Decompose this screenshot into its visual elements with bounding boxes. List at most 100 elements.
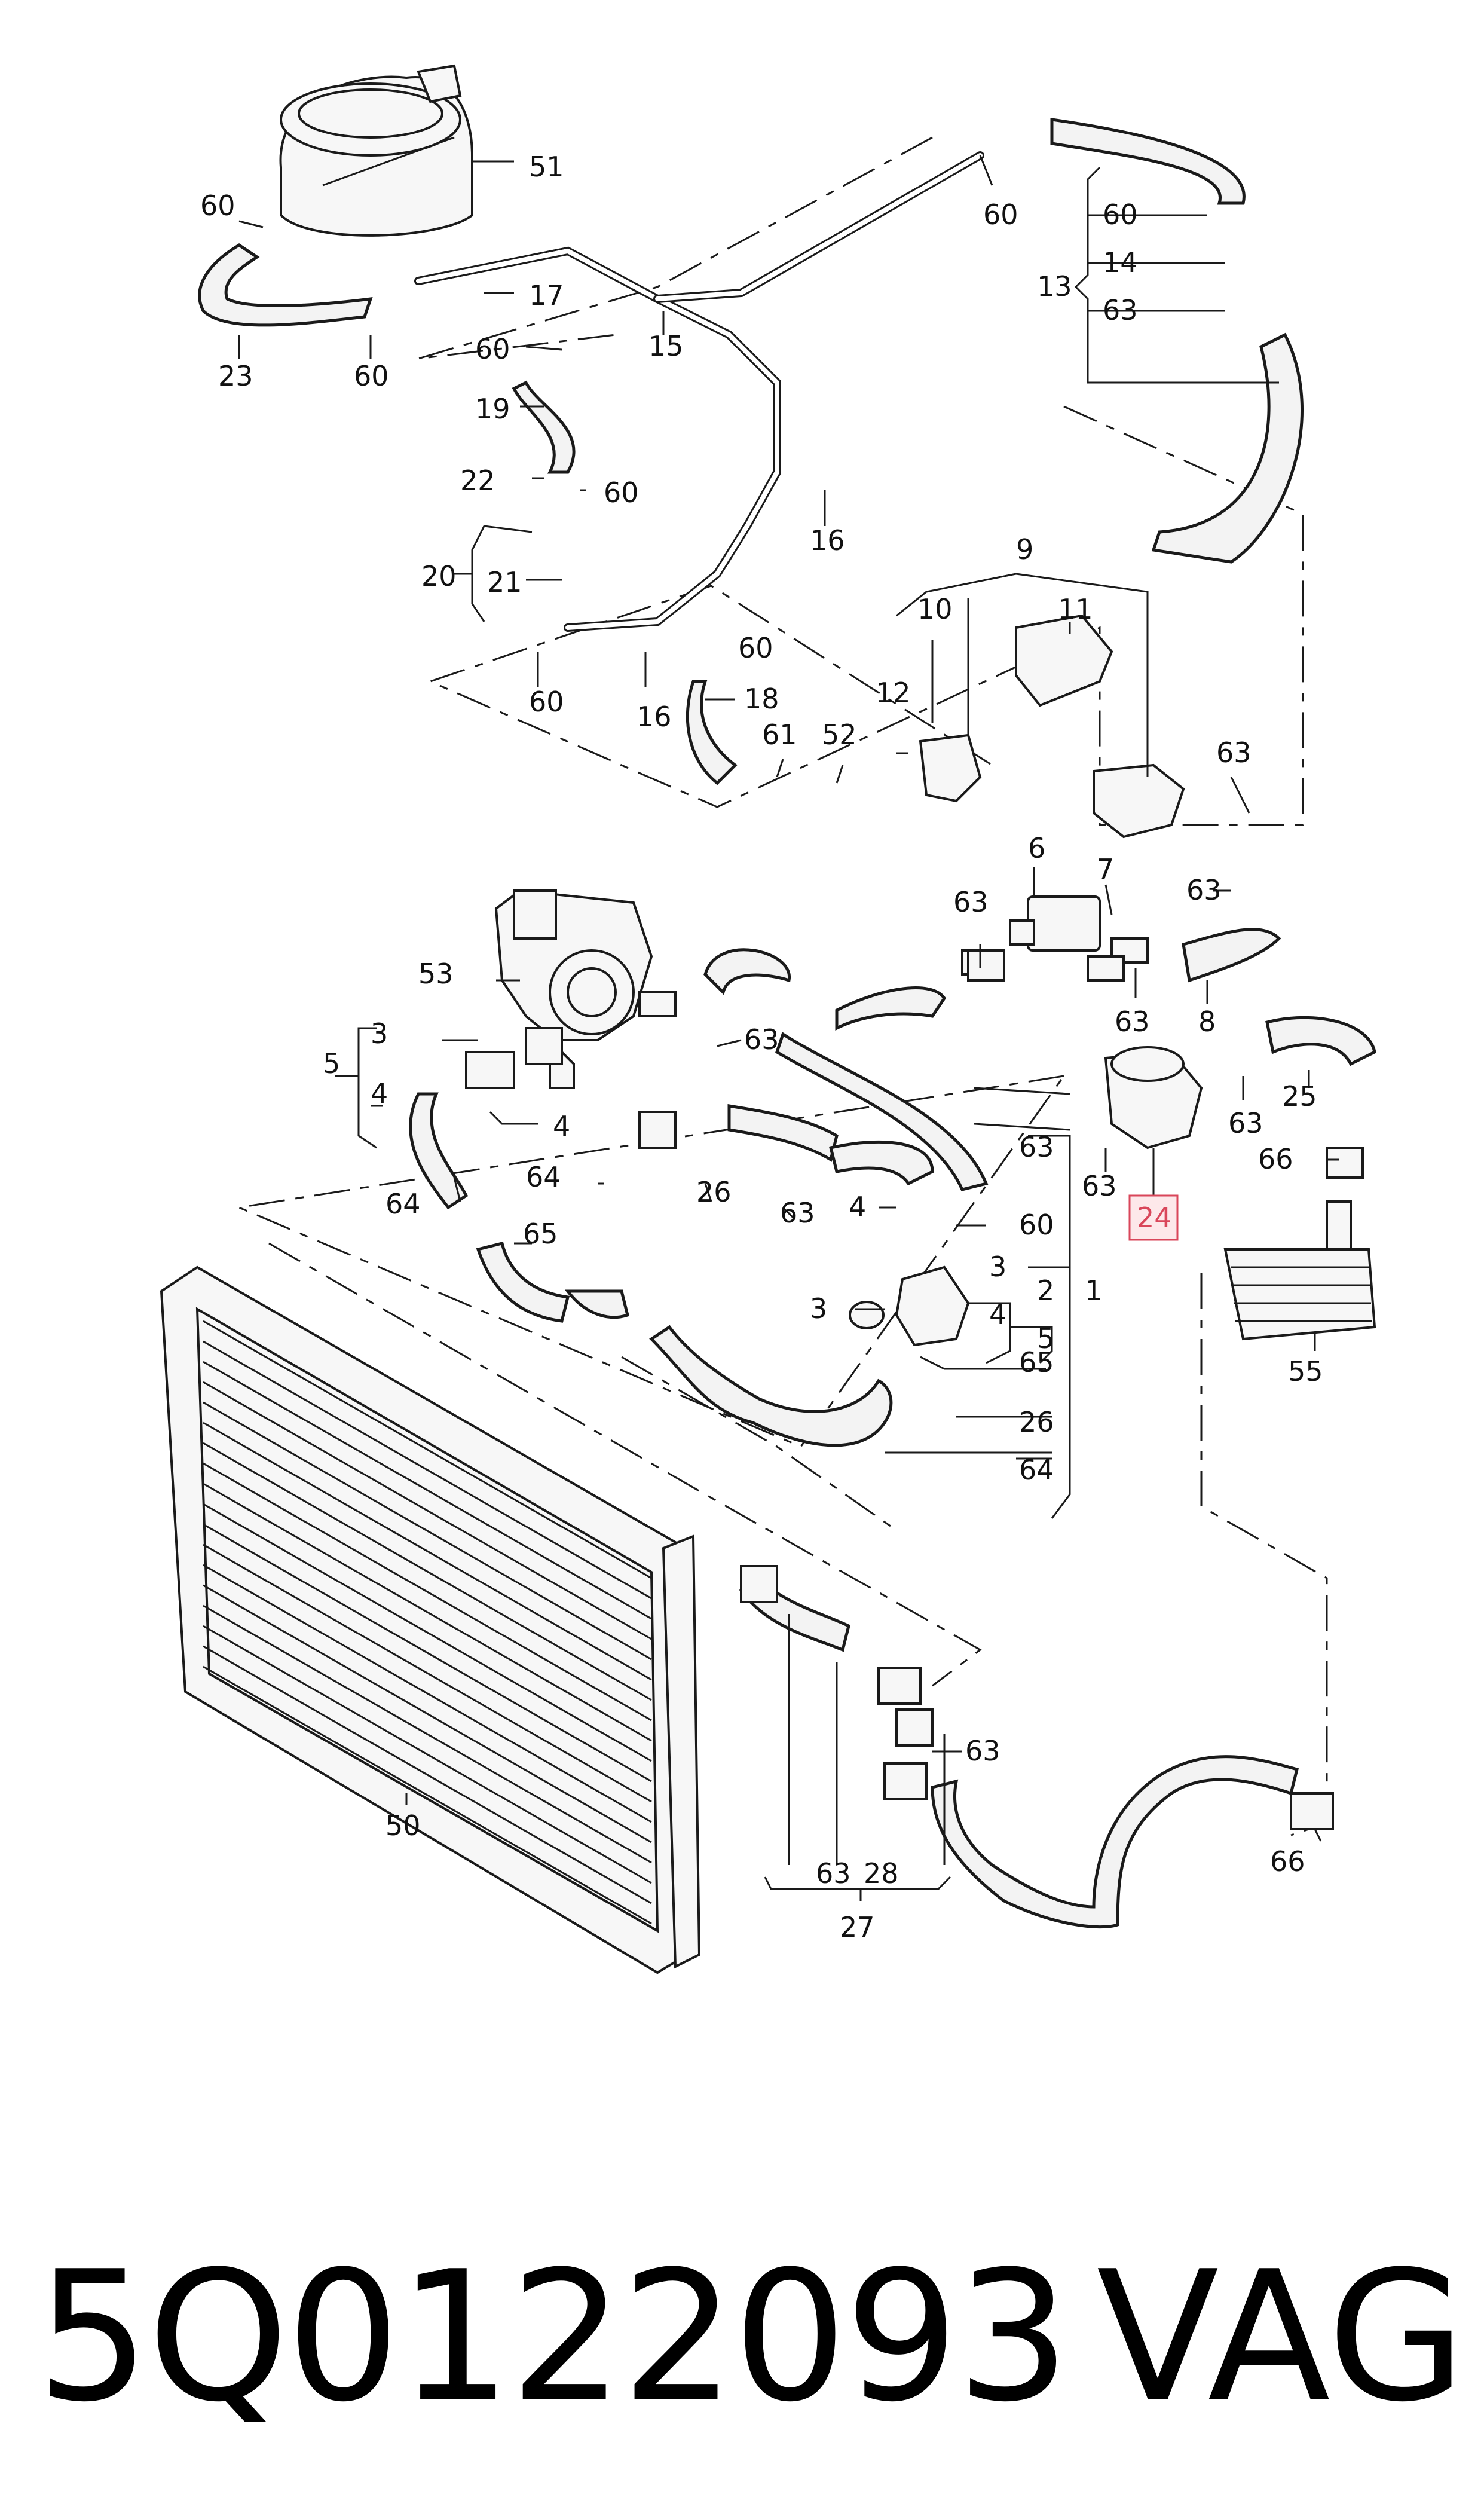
label-64: 64 [385,1188,421,1220]
label-64: 64 [1019,1454,1054,1486]
label-15: 15 [648,330,684,362]
expansion-tank [279,64,473,237]
highlight-box-24 [1128,1194,1179,1241]
label-17: 17 [529,279,564,311]
label-3: 3 [810,1292,827,1325]
radiator-fin-line [203,1645,652,1904]
radiator-fin-line [203,1340,652,1600]
label-63: 63 [816,1857,851,1890]
label-65: 65 [523,1218,558,1250]
label-5: 5 [323,1047,340,1080]
label-55: 55 [1288,1355,1323,1387]
label-63: 63 [1103,294,1138,326]
label-11: 11 [1058,593,1093,625]
label-6: 6 [1028,832,1045,864]
radiator-fin-line [203,1564,652,1823]
water-pump [494,889,653,1089]
label-19: 19 [475,393,510,425]
label-60: 60 [738,632,773,664]
label-63: 63 [965,1735,1000,1767]
label-3: 3 [371,1017,388,1050]
label-53: 53 [418,958,454,990]
part-number: 5Q0122093 [36,2233,1070,2441]
label-2: 2 [1037,1274,1054,1307]
label-60: 60 [604,476,639,509]
oil-cooler [1223,1200,1376,1341]
radiator-fin-line [203,1442,652,1701]
label-3: 3 [989,1251,1006,1283]
label-7: 7 [1097,853,1114,885]
label-16: 16 [810,524,845,557]
label-13: 13 [1037,270,1072,302]
label-27: 27 [840,1911,875,1943]
coolant-pipe-15 [414,151,984,632]
label-52: 52 [822,719,857,751]
label-50: 50 [385,1809,421,1842]
label-24: 24 [1137,1202,1172,1234]
label-63: 63 [1115,1005,1150,1038]
label-63: 63 [1019,1131,1054,1163]
thermostat-housing [849,1265,970,1347]
label-60: 60 [200,189,235,222]
radiator-fin-line [203,1543,652,1803]
auxiliary-pump-24 [1104,1046,1203,1150]
radiator-fin-line [203,1421,652,1681]
brand-name: VAG [1096,2233,1466,2441]
label-18: 18 [744,683,779,715]
label-66: 66 [1270,1845,1305,1878]
radiator-fin-line [203,1462,652,1722]
label-21: 21 [487,566,522,598]
radiator-fin-line [203,1625,652,1884]
label-63: 63 [953,886,989,918]
label-1: 1 [1085,1274,1102,1307]
label-23: 23 [218,360,253,392]
label-25: 25 [1282,1080,1317,1112]
label-4: 4 [989,1298,1006,1331]
label-63: 63 [744,1023,779,1056]
radiator-fin-line [203,1381,652,1640]
valve-6 [1009,895,1101,952]
radiator-fin-line [203,1482,652,1742]
hoses [198,118,1376,1929]
label-60: 60 [1019,1209,1054,1241]
label-60: 60 [354,360,389,392]
label-4: 4 [371,1077,388,1109]
label-66: 66 [1258,1143,1293,1175]
radiator-fin-line [203,1503,652,1762]
part-labels: 51 60 23 60 17 60 15 19 22 60 16 20 21 6… [200,151,1323,1943]
radiator-fin-line [203,1584,652,1844]
auxiliary-pump-9 [919,614,1185,839]
label-8: 8 [1198,1005,1216,1038]
radiator-fin-line [203,1604,652,1864]
radiator-fin-line [203,1401,652,1661]
label-4: 4 [849,1191,866,1223]
label-20: 20 [421,560,457,592]
label-4: 4 [553,1110,570,1142]
label-64: 64 [526,1161,561,1193]
label-16: 16 [637,701,672,733]
label-63: 63 [1082,1170,1117,1202]
radiator-fin-line [203,1665,652,1925]
footer: 5Q0122093 VAG [0,2212,1484,2511]
label-26: 26 [1019,1406,1054,1438]
label-63: 63 [780,1197,815,1229]
label-14: 14 [1103,246,1138,279]
radiator [160,1265,701,1974]
leader-lines [238,155,1339,1901]
label-9: 9 [1016,533,1033,565]
radiator-fin-line [203,1523,652,1783]
label-60: 60 [983,198,1018,231]
radiator-fin-line [203,1361,652,1620]
label-26: 26 [696,1176,732,1208]
label-60: 60 [1103,198,1138,231]
radiator-fin-line [203,1320,652,1579]
coolant-system-exploded-diagram: 51 60 23 60 17 60 15 19 22 60 16 20 21 6… [160,64,1376,1974]
label-60: 60 [529,686,564,718]
label-60: 60 [475,333,510,365]
label-5: 5 [1037,1322,1054,1355]
label-63: 63 [1216,736,1252,769]
label-63: 63 [1186,874,1222,906]
connectors [465,937,1364,1830]
label-63: 63 [1228,1107,1263,1139]
label-61: 61 [762,719,797,751]
